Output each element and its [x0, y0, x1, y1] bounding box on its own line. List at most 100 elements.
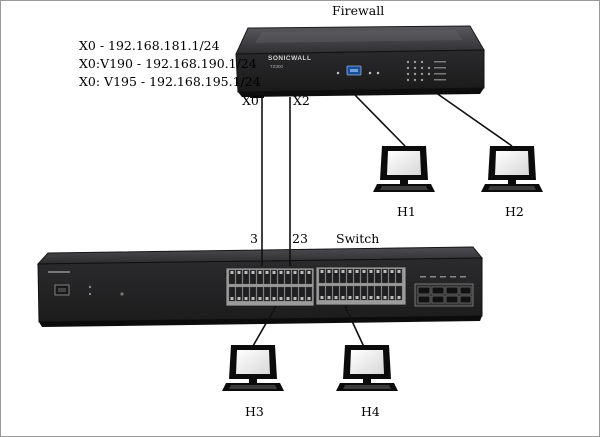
interface-x0: X0 - 192.168.181.1/24 [79, 38, 220, 53]
switch-port-latch [362, 270, 366, 273]
switch-port-latch [397, 296, 401, 299]
switch-port-latch [272, 297, 276, 300]
switch-port [256, 286, 264, 302]
switch-port [242, 286, 250, 302]
firewall-port-x0-label: X0 [242, 93, 259, 108]
switch-port-latch [300, 271, 304, 274]
switch-port-latch [390, 270, 394, 273]
switch-port [298, 286, 306, 302]
switch-title: Switch [336, 231, 380, 246]
switch-port [228, 269, 236, 285]
switch-port [277, 269, 285, 285]
interface-x0-v195: X0: V195 - 192.168.195.1/24 [79, 74, 261, 89]
switch-port-latch [265, 297, 269, 300]
switch-port [291, 286, 299, 302]
switch-port-latch [244, 271, 248, 274]
switch-port-latch [251, 297, 255, 300]
switch-port-latch [320, 270, 324, 273]
switch-port-latch [230, 271, 234, 274]
host-h2-label: H2 [505, 204, 524, 219]
switch-port [381, 268, 389, 284]
switch-port [353, 268, 361, 284]
switch-port-latch [348, 270, 352, 273]
switch-port [284, 286, 292, 302]
host-h1 [373, 146, 435, 192]
host-h3 [222, 345, 284, 391]
switch-port-latch [286, 297, 290, 300]
switch-port-latch [376, 270, 380, 273]
switch-port [318, 268, 326, 284]
switch-port [339, 268, 347, 284]
switch-port-latch [334, 270, 338, 273]
firewall-device [235, 25, 485, 98]
host-h2 [481, 146, 543, 192]
switch-port-latch [334, 296, 338, 299]
switch-port-latch [355, 270, 359, 273]
switch-port [325, 268, 333, 284]
switch-port [325, 285, 333, 301]
switch-port [339, 285, 347, 301]
switch-port-latch [230, 297, 234, 300]
switch-port-latch [293, 297, 297, 300]
switch-port-latch [237, 297, 241, 300]
switch-port [235, 286, 243, 302]
firewall-brand: SONICWALL [268, 55, 312, 62]
switch-port-latch [348, 296, 352, 299]
switch-port-latch [258, 297, 262, 300]
switch-port [360, 285, 368, 301]
firewall-port-x2-label: X2 [293, 93, 310, 108]
switch-port [305, 269, 313, 285]
switch-port-latch [244, 297, 248, 300]
switch-port [388, 285, 396, 301]
switch-port-latch [341, 296, 345, 299]
switch-port [395, 268, 403, 284]
switch-port [332, 285, 340, 301]
switch-port-latch [279, 297, 283, 300]
cable-switch-to-h3 [252, 305, 277, 347]
switch-port-latch [327, 296, 331, 299]
switch-port [249, 286, 257, 302]
switch-port [284, 269, 292, 285]
firewall-model: TZ300 [270, 64, 284, 69]
switch-port-latch [362, 296, 366, 299]
switch-port-latch [390, 296, 394, 299]
switch-port-latch [355, 296, 359, 299]
switch-port [374, 268, 382, 284]
switch-port-latch [293, 271, 297, 274]
switch-port-latch [286, 271, 290, 274]
switch-port [291, 269, 299, 285]
switch-port-latch [397, 270, 401, 273]
host-h4-label: H4 [361, 404, 380, 419]
switch-port [270, 286, 278, 302]
switch-port-latch [383, 296, 387, 299]
switch-port-latch [341, 270, 345, 273]
switch-port [277, 286, 285, 302]
switch-port-latch [383, 270, 387, 273]
switch-port [242, 269, 250, 285]
host-h1-label: H1 [397, 204, 416, 219]
switch-port-latch [307, 271, 311, 274]
interface-x0-v190: X0:V190 - 192.168.190.1/24 [79, 56, 257, 71]
cable-firewall-to-h1 [351, 91, 406, 147]
switch-port [346, 268, 354, 284]
switch-port [235, 269, 243, 285]
switch-port [228, 286, 236, 302]
switch-port-latch [279, 271, 283, 274]
switch-port [332, 268, 340, 284]
cables [252, 89, 513, 348]
switch-port-latch [369, 270, 373, 273]
switch-port [256, 269, 264, 285]
switch-port [270, 269, 278, 285]
switch-sfp-block [414, 276, 474, 307]
switch-port [381, 285, 389, 301]
switch-port-latch [251, 271, 255, 274]
switch-port-latch [327, 270, 331, 273]
switch-port [263, 269, 271, 285]
switch-port-latch [258, 271, 262, 274]
switch-port-latch [300, 297, 304, 300]
switch-port [360, 268, 368, 284]
switch-port [367, 285, 375, 301]
switch-port [318, 285, 326, 301]
cable-firewall-to-h2 [431, 89, 513, 147]
